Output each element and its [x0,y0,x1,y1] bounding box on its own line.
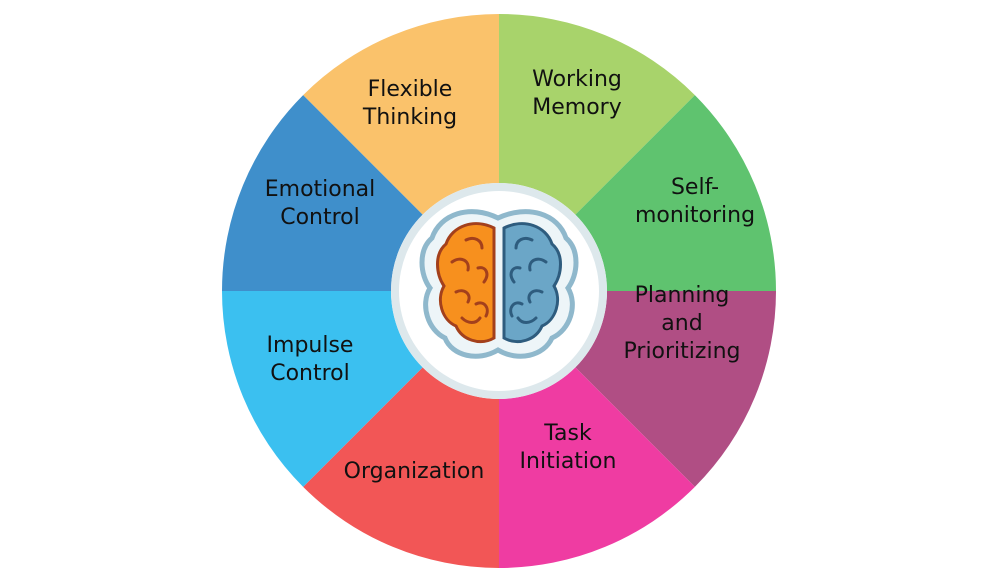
label-line: Self- [671,175,719,200]
label-line: Memory [532,95,621,120]
label-line: Thinking [362,105,457,130]
segment-flexible-thinking [303,14,499,215]
label-line: Organization [344,459,485,484]
segment-organization [303,367,499,568]
label-line: Prioritizing [624,339,741,364]
label-line: Control [280,205,360,230]
label-line: Emotional [265,177,376,202]
label-self-monitoring: Self-monitoring [635,175,755,228]
segment-self-monitoring [575,95,776,291]
label-organization: Organization [344,459,485,484]
label-line: Flexible [368,77,453,102]
brain-icon [419,209,579,359]
label-line: Control [270,361,350,386]
label-line: Task [543,421,592,446]
label-line: Planning [635,283,730,308]
label-line: and [661,311,702,336]
segment-working-memory [499,14,695,215]
label-line: Impulse [267,333,354,358]
segment-impulse-control [222,291,423,487]
label-line: monitoring [635,203,755,228]
segment-emotional-control [222,95,423,291]
segment-planning-and-prioritizing [575,291,776,487]
label-line: Initiation [520,449,617,474]
segment-task-initiation [499,367,695,568]
label-line: Working [532,67,622,92]
